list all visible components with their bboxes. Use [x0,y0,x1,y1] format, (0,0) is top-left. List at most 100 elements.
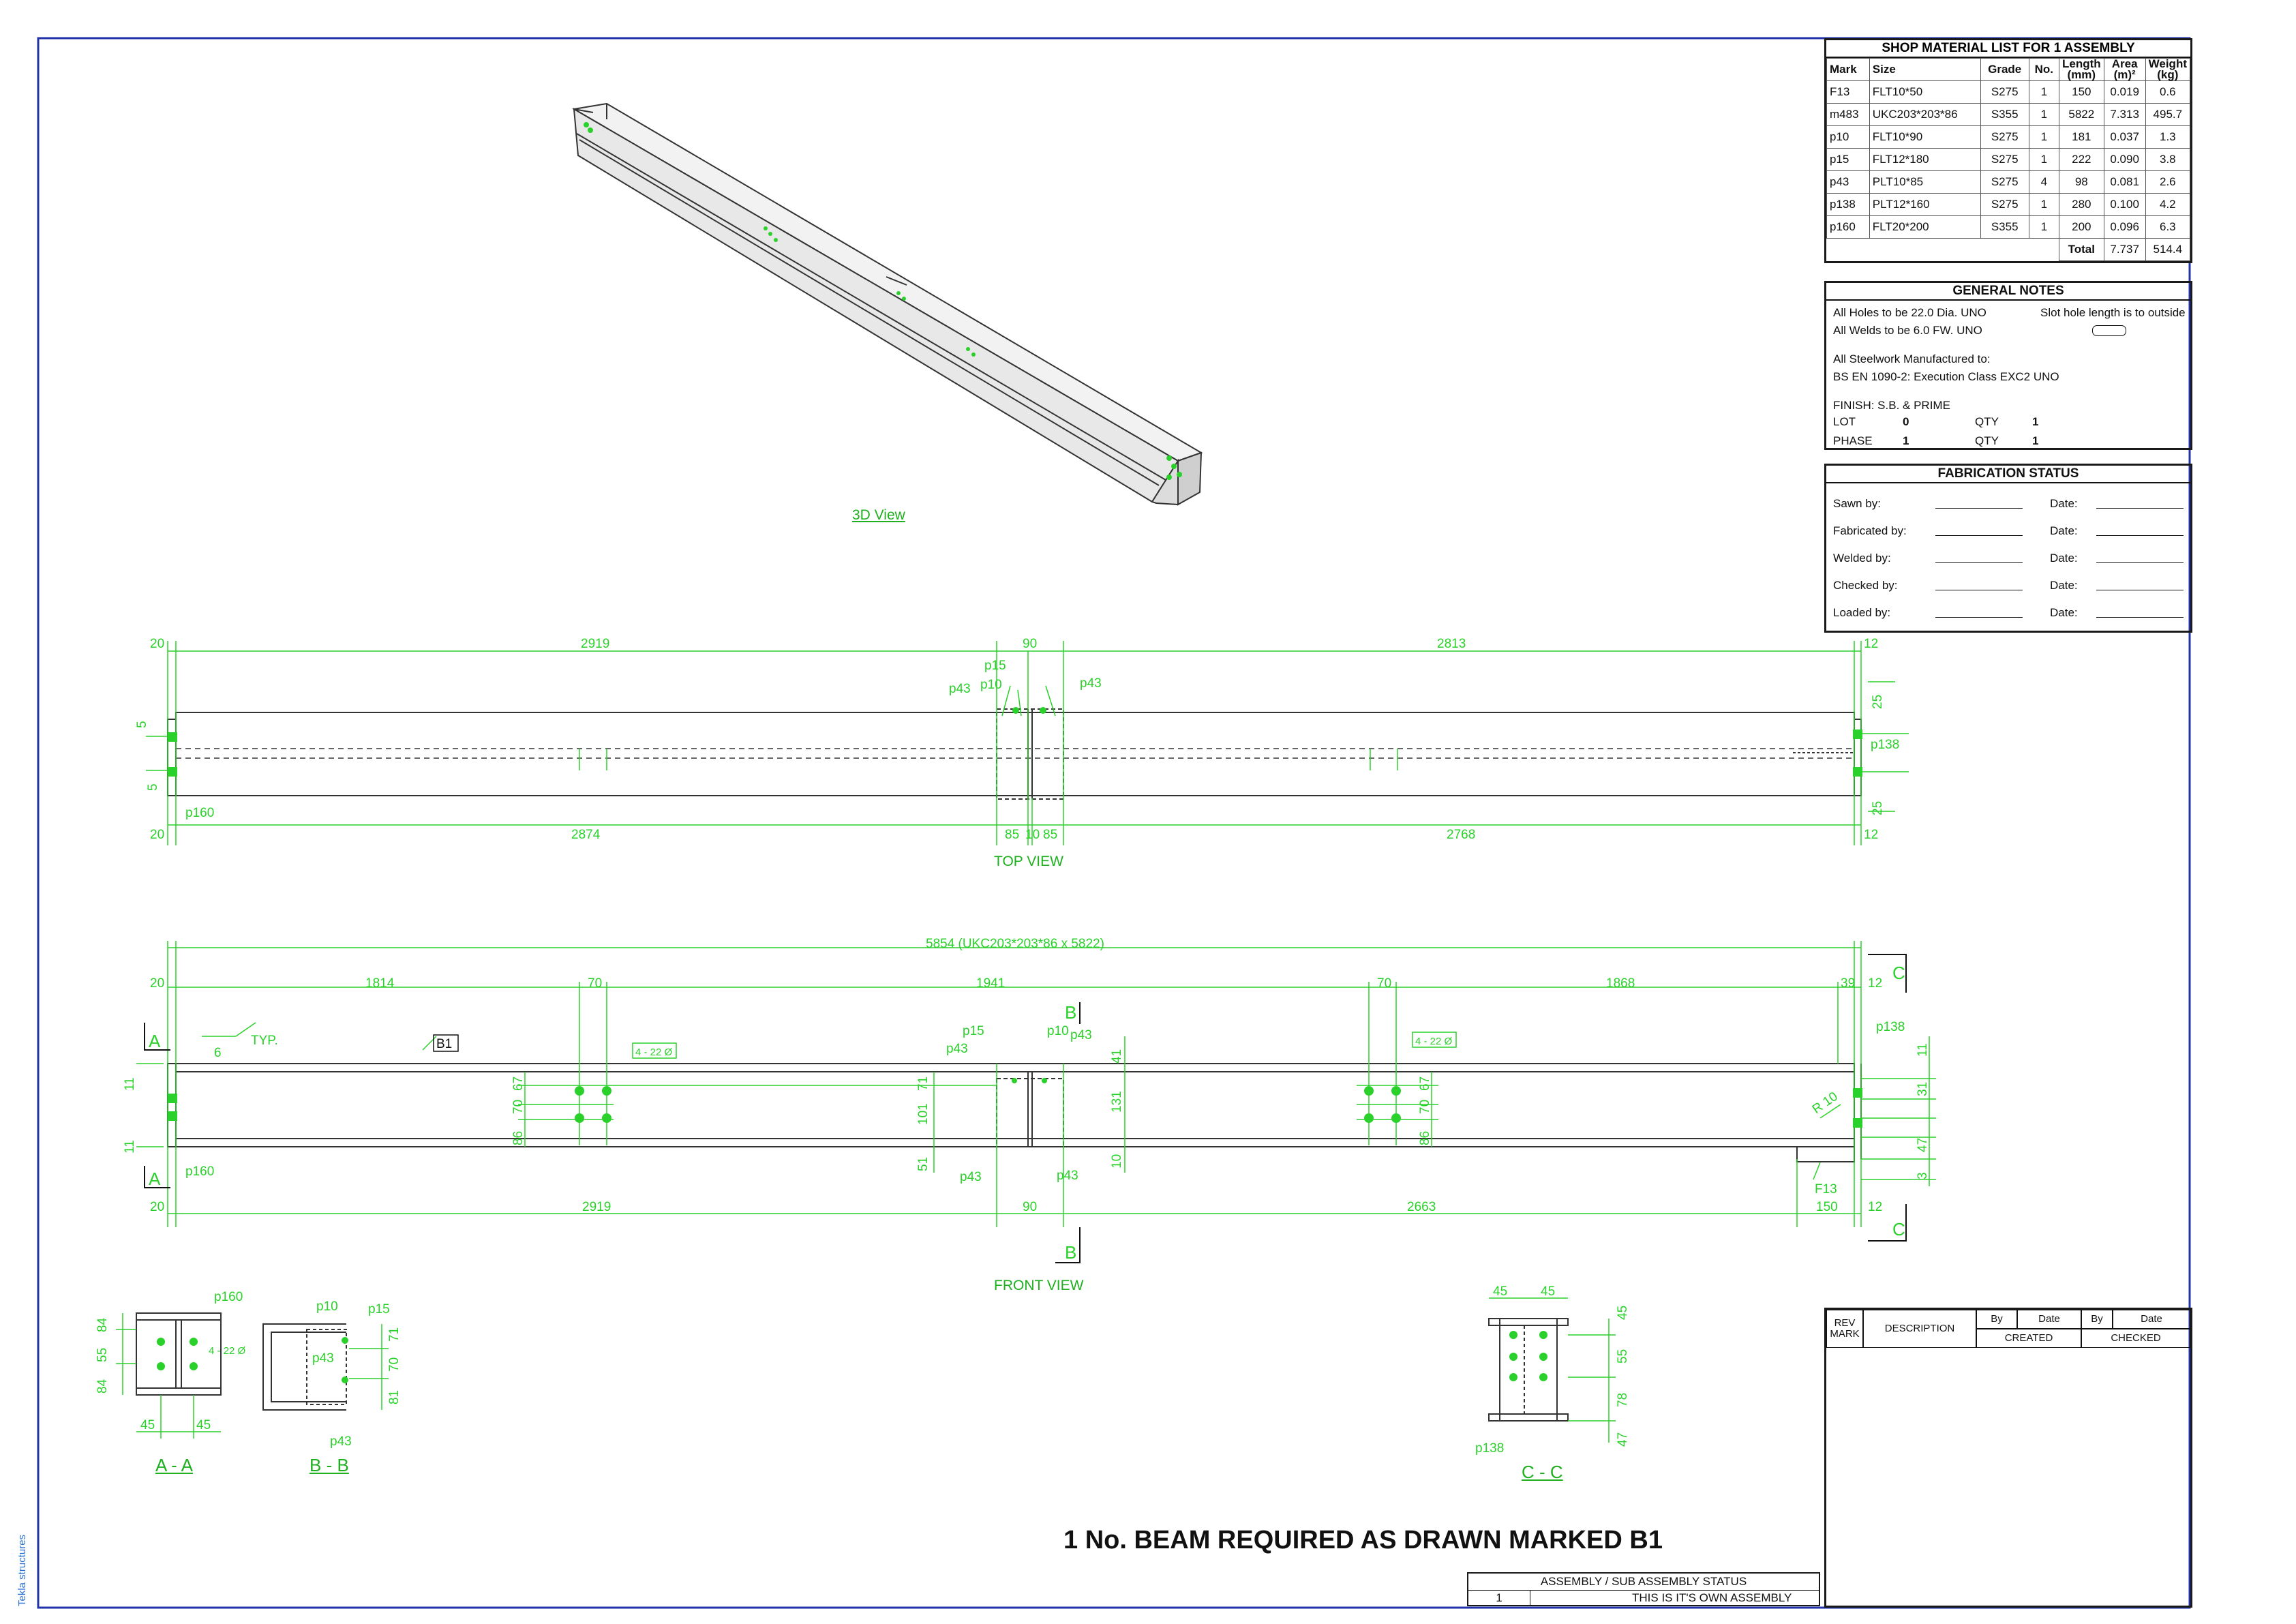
material-cell-size: PLT12*160 [1869,193,1981,216]
section-bb-label: B - B [309,1455,349,1475]
front-dim-text: 1868 [1606,976,1635,991]
general-notes-title: GENERAL NOTES [1826,283,2190,301]
note-finish: FINISH: S.B. & PRIME [1833,399,1950,412]
material-cell-weight: 4.2 [2145,193,2191,216]
material-cell-area: 0.100 [2103,193,2146,216]
created-date-header: Date [2017,1310,2081,1329]
front-vert-dim: 11 [123,1077,137,1091]
date-line[interactable] [2096,508,2184,509]
material-cell-grade: S275 [1980,80,2029,104]
top-dim-text: 10 [1025,828,1040,842]
bb-part-label: p15 [368,1302,390,1317]
front-dim-text: 20 [150,976,164,991]
material-cell-mark: p160 [1826,215,1870,239]
slot-hole-icon [2092,325,2126,336]
section-letter-c: C [1892,1219,1905,1239]
top-view-dim-lines [146,641,1909,845]
assembly-status-number: 1 [1468,1590,1530,1606]
front-part-label: p43 [946,1042,968,1056]
material-cell-grade: S355 [1980,103,2029,126]
revision-block: REV MARK DESCRIPTION By Date By Date CRE… [1824,1308,2192,1608]
bb-part-label: p10 [316,1299,338,1314]
front-vert-dim: 51 [916,1157,931,1171]
material-cell-weight: 2.6 [2145,170,2191,194]
front-dim-text: 1814 [365,976,395,991]
date-label: Date: [2050,552,2078,565]
front-view-labels-boxes [433,1032,1457,1059]
top-dim-text: 12 [1864,637,1878,651]
top-dim-text: 85 [1043,828,1057,842]
phase-label: PHASE [1833,434,1873,447]
front-vert-dim: 67 [1418,1077,1432,1091]
top-dim-text: 2768 [1447,828,1475,842]
signature-line[interactable] [1935,617,2023,618]
aa-bolt-note: 4 - 22 Ø [209,1345,246,1357]
cc-dim: 45 [1541,1284,1555,1299]
material-cell-weight: 495.7 [2145,103,2191,126]
date-line[interactable] [2096,562,2184,563]
front-dim-text: 70 [1377,976,1391,991]
material-cell-length: 181 [2058,125,2104,149]
phase-value: 1 [1903,434,1909,447]
signature-line[interactable] [1935,508,2023,509]
signature-line[interactable] [1935,562,2023,563]
front-vert-dim: 31 [1916,1082,1930,1096]
material-cell-grade: S355 [1980,215,2029,239]
top-part-label: p15 [984,659,1006,673]
material-cell-no: 1 [2028,193,2059,216]
bolt-note: 4 - 22 Ø [635,1047,673,1058]
front-dim-text: 150 [1816,1200,1838,1214]
note-standard: BS EN 1090-2: Execution Class EXC2 UNO [1833,370,2059,383]
material-cell-no: 4 [2028,170,2059,194]
assembly-status-text: THIS IS IT'S OWN ASSEMBLY [1632,1591,1792,1604]
front-vert-dim: 86 [511,1131,526,1145]
cc-dim: 45 [1616,1306,1630,1320]
section-bb-bolts [342,1337,348,1383]
material-cell-grade: S275 [1980,125,2029,149]
front-vert-dim: 86 [1418,1131,1432,1145]
front-view-label: FRONT VIEW [994,1278,1084,1293]
lot-label: LOT [1833,415,1856,428]
material-cell-mark: p138 [1826,193,1870,216]
signature-line[interactable] [1935,535,2023,536]
section-letter-b: B [1065,1242,1076,1263]
note-slot: Slot hole length is to outside [2040,306,2186,319]
front-part-label: p43 [1057,1169,1078,1183]
front-vert-dim: 41 [1110,1049,1124,1064]
material-cell-area: 7.313 [2103,103,2146,126]
section-letter-b: B [1065,1002,1076,1023]
cc-dim: 78 [1616,1393,1630,1407]
front-part-label: p160 [185,1164,214,1179]
material-cell-grade: S275 [1980,148,2029,171]
front-part-label: p10 [1047,1024,1069,1038]
front-dim-text: 12 [1868,976,1882,991]
date-line[interactable] [2096,535,2184,536]
top-side-dim: 5 [135,721,149,728]
section-letters: A A B B C C B1 [149,963,1905,1263]
cc-dim: 55 [1616,1349,1630,1364]
note-welds: All Welds to be 6.0 FW. UNO [1833,324,1982,337]
weld-size-label: 6 [214,1046,222,1060]
material-cell-mark: F13 [1826,80,1870,104]
date-line[interactable] [2096,617,2184,618]
section-cc [1488,1318,1569,1422]
front-dim-text: 2919 [582,1200,611,1214]
top-dim-text: 85 [1005,828,1019,842]
front-vert-dim: 71 [916,1077,931,1091]
qty-label: QTY [1975,415,1999,428]
top-dim-text: 2813 [1437,637,1466,651]
top-part-label: p10 [980,678,1002,692]
material-cell-length: 222 [2058,148,2104,171]
top-side-dim: 25 [1871,801,1885,815]
material-cell-weight: 0.6 [2145,80,2191,104]
top-part-label: p43 [1080,676,1102,691]
top-dim-text: 2919 [581,637,609,651]
section-letter-c: C [1892,963,1905,983]
front-dim-text: 20 [150,1200,164,1214]
material-cell-no: 1 [2028,148,2059,171]
top-part-label: p160 [185,806,214,820]
aa-part-label: p160 [214,1290,243,1304]
